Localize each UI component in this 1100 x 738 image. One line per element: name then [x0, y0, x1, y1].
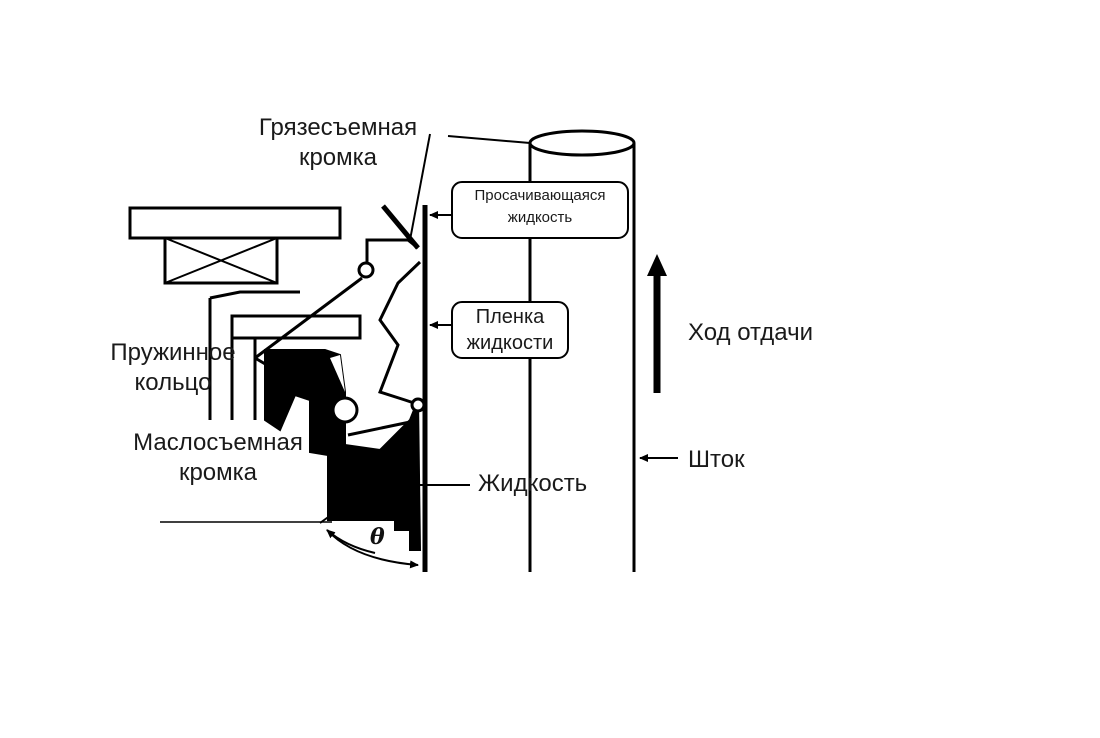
spring-ring-circle — [331, 396, 359, 424]
leak-fluid-box — [451, 181, 629, 239]
spring-leader-1 — [254, 356, 336, 407]
spring-ring-label: Пружинное кольцо — [98, 338, 248, 398]
housing-steps — [208, 290, 362, 420]
angle-ray — [319, 457, 411, 524]
film-label-line1: Пленка — [475, 306, 545, 328]
wiper-lip-edge — [381, 204, 420, 250]
spring-leader-3 — [267, 366, 341, 400]
oil-lip-leader — [347, 420, 411, 437]
wiper-spring-circle — [357, 261, 375, 279]
leak-fluid-label-line1: Просачивающаяся — [474, 187, 606, 204]
wiper-lip-label-line2: кромка — [298, 144, 378, 171]
wiper-leader — [409, 133, 431, 241]
leak-fluid-label-line2: жидкость — [507, 209, 573, 226]
spring-ring-label-line1: Пружинное — [110, 339, 236, 366]
oil-lip-circle — [410, 397, 426, 413]
film-label-line2: жидкости — [466, 332, 554, 354]
oil-lip-label-line1: Маслосъемная — [133, 429, 303, 456]
film-box — [451, 301, 569, 359]
theta-label: θ — [370, 524, 385, 550]
rod-label: Шток — [688, 446, 745, 473]
oil-lip-label: Маслосъемная кромка — [118, 428, 318, 488]
stroke-arrow — [647, 254, 667, 393]
wiper-lip-label: Грязесъемная кромка — [246, 113, 430, 173]
rod-break-line — [447, 135, 531, 144]
rod-top-ellipse — [528, 129, 636, 157]
oil-lip-label-line2: кромка — [178, 459, 258, 486]
fluid-label: Жидкость — [478, 470, 588, 497]
film-label: Пленка жидкости — [452, 304, 568, 356]
stroke-label: Ход отдачи — [688, 319, 813, 346]
spring-ring-label-line2: кольцо — [134, 369, 212, 396]
wiper-lip — [365, 204, 422, 407]
spring-leader-2 — [254, 276, 363, 360]
housing-top — [128, 206, 342, 285]
wiper-lip-label-line1: Грязесъемная — [258, 114, 418, 141]
leak-fluid-label: Просачивающаяся жидкость — [452, 185, 628, 229]
